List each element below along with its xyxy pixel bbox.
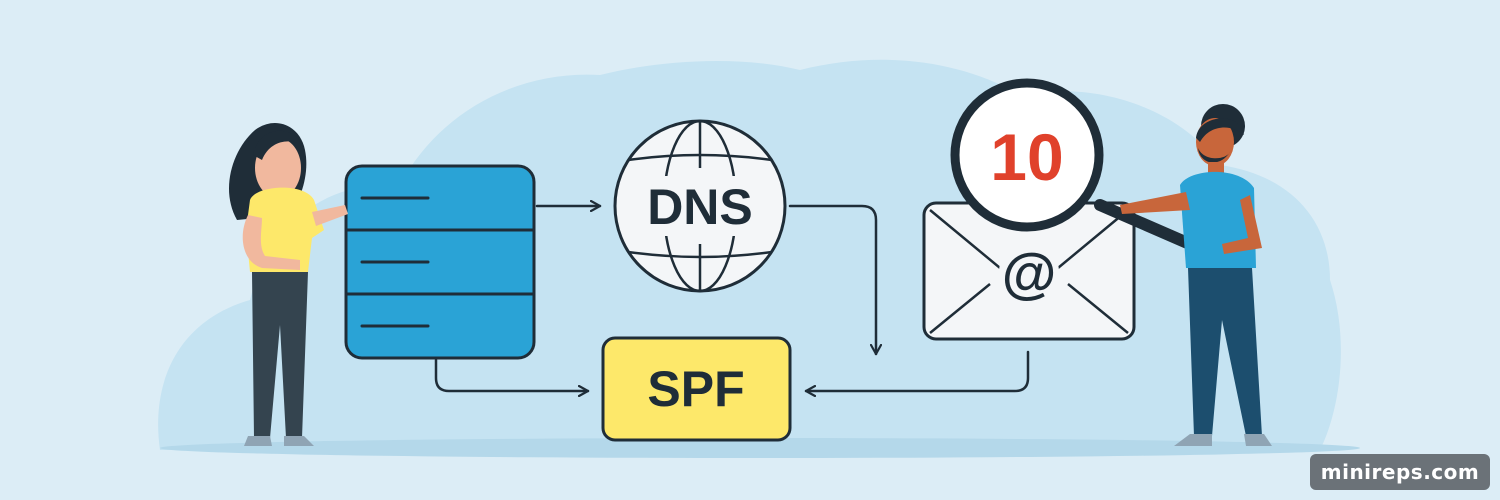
- man-figure: [1120, 104, 1272, 446]
- woman-figure: [228, 122, 348, 446]
- server-icon: [344, 164, 536, 360]
- arrow-envelope-to-spf: [804, 350, 1030, 391]
- watermark: minireps.com: [1310, 454, 1490, 490]
- magnifier-number: 10: [990, 120, 1063, 194]
- dns-globe-icon: DNS: [613, 119, 787, 293]
- spf-box: SPF: [601, 336, 792, 442]
- dns-label: DNS: [647, 179, 753, 235]
- spf-label: SPF: [647, 361, 744, 417]
- at-symbol: @: [1002, 241, 1057, 304]
- arrow-server-to-spf: [434, 358, 590, 391]
- connectors: [434, 204, 1030, 391]
- arrow-dns-to-spf-path: [788, 204, 876, 356]
